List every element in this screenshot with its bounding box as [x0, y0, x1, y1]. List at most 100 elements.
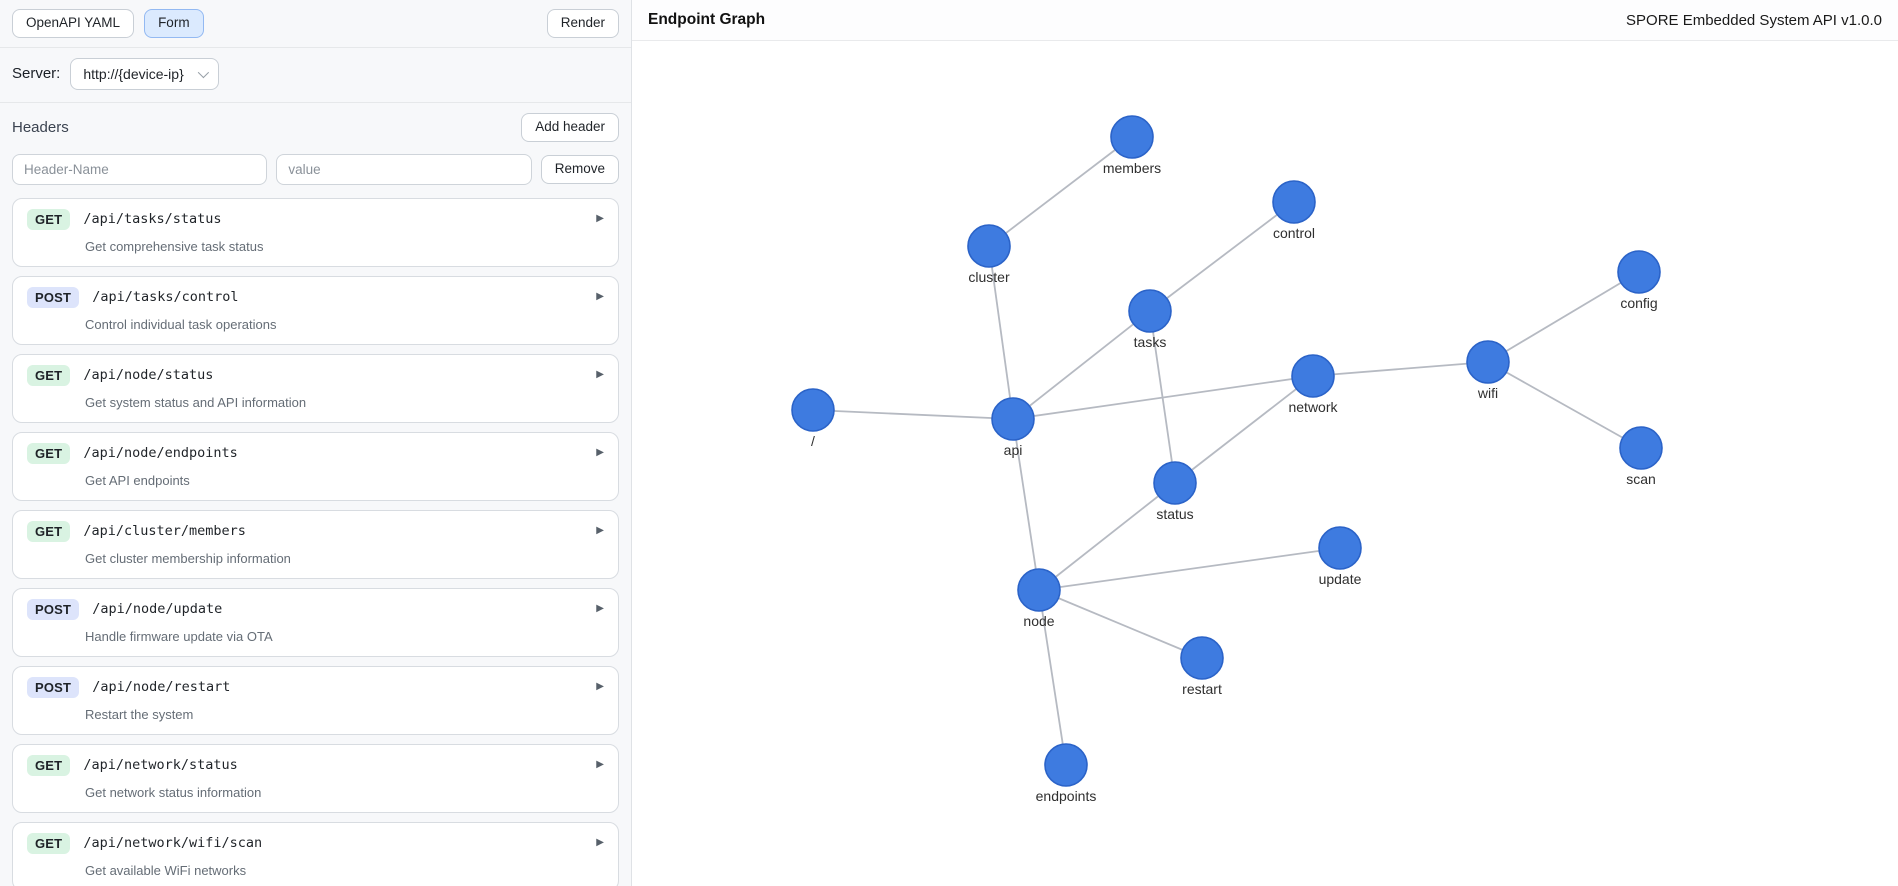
expand-caret-icon[interactable]: ▶ — [596, 447, 604, 459]
endpoint-path: /api/network/wifi/scan — [83, 835, 263, 852]
graph-node-label-node: node — [1023, 613, 1054, 629]
graph-node-label-control: control — [1273, 225, 1315, 241]
method-badge: GET — [27, 442, 71, 464]
graph-node-tasks[interactable] — [1128, 289, 1172, 333]
graph-edge-api-node — [1012, 418, 1040, 591]
endpoint-path: /api/tasks/control — [92, 289, 239, 306]
expand-caret-icon[interactable]: ▶ — [596, 603, 604, 615]
endpoint-graph-panel: Endpoint Graph SPORE Embedded System API… — [632, 0, 1898, 886]
graph-node-update[interactable] — [1318, 526, 1362, 570]
graph-edge-node-endpoints — [1038, 589, 1067, 766]
graph-node-label-root: / — [811, 433, 815, 449]
server-row: Server: http://{device-ip} — [0, 48, 631, 102]
graph-node-control[interactable] — [1272, 180, 1316, 224]
add-header-button[interactable]: Add header — [521, 112, 619, 142]
graph-node-wifi[interactable] — [1466, 340, 1510, 384]
graph-edge-wifi-config — [1487, 271, 1640, 363]
graph-node-endpoints[interactable] — [1044, 743, 1088, 787]
headers-title: Headers — [12, 118, 69, 136]
graph-node-members[interactable] — [1110, 115, 1154, 159]
expand-caret-icon[interactable]: ▶ — [596, 759, 604, 771]
expand-caret-icon[interactable]: ▶ — [596, 837, 604, 849]
graph-node-label-members: members — [1103, 160, 1161, 176]
graph-node-label-cluster: cluster — [968, 269, 1010, 285]
header-value-input[interactable] — [276, 153, 532, 185]
graph-node-cluster[interactable] — [967, 224, 1011, 268]
render-button[interactable]: Render — [546, 9, 619, 38]
graph-node-node[interactable] — [1017, 568, 1061, 612]
graph-node-api[interactable] — [991, 397, 1035, 441]
endpoint-description: Handle firmware update via OTA — [85, 628, 273, 644]
endpoint-path: /api/network/status — [83, 757, 238, 774]
view-toolbar: OpenAPI YAML Form Render — [0, 0, 631, 48]
graph-node-root[interactable] — [791, 388, 835, 432]
method-badge: GET — [27, 754, 71, 776]
expand-caret-icon[interactable]: ▶ — [596, 369, 604, 381]
form-tab-button[interactable]: Form — [144, 9, 204, 38]
method-badge: GET — [27, 520, 71, 542]
graph-node-label-status: status — [1156, 506, 1193, 522]
graph-edge-tasks-status — [1149, 310, 1176, 484]
endpoint-card-7[interactable]: GET /api/network/status ▶ Get network st… — [12, 743, 619, 813]
endpoint-description: Get available WiFi networks — [85, 862, 247, 878]
graph-node-label-restart: restart — [1182, 681, 1222, 697]
endpoint-path: /api/tasks/status — [83, 211, 222, 228]
endpoint-path: /api/node/endpoints — [83, 445, 238, 462]
method-badge: POST — [27, 286, 80, 308]
method-badge: POST — [27, 598, 80, 620]
graph-node-status[interactable] — [1153, 461, 1197, 505]
server-label: Server: — [12, 65, 61, 83]
endpoint-card-2[interactable]: GET /api/node/status ▶ Get system status… — [12, 353, 619, 423]
endpoint-description: Get API endpoints — [85, 472, 190, 488]
graph-node-scan[interactable] — [1619, 426, 1663, 470]
graph-node-label-tasks: tasks — [1134, 334, 1167, 350]
endpoint-card-0[interactable]: GET /api/tasks/status ▶ Get comprehensiv… — [12, 197, 619, 267]
request-builder-panel: OpenAPI YAML Form Render Server: http://… — [0, 0, 632, 886]
graph-node-label-api: api — [1004, 442, 1023, 458]
graph-edge-tasks-control — [1149, 201, 1295, 312]
graph-node-network[interactable] — [1291, 354, 1335, 398]
headers-section: Headers Add header Remove — [0, 101, 631, 185]
graph-edge-wifi-scan — [1487, 361, 1642, 449]
graph-edge-network-status — [1174, 375, 1314, 484]
endpoint-card-1[interactable]: POST /api/tasks/control ▶ Control indivi… — [12, 275, 619, 345]
graph-edge-node-status — [1038, 482, 1176, 591]
graph-node-label-network: network — [1288, 399, 1338, 415]
openapi-yaml-button[interactable]: OpenAPI YAML — [12, 9, 135, 38]
endpoint-card-5[interactable]: POST /api/node/update ▶ Handle firmware … — [12, 587, 619, 657]
graph-panel-title: Endpoint Graph — [648, 11, 766, 28]
expand-caret-icon[interactable]: ▶ — [596, 291, 604, 303]
endpoint-path: /api/node/update — [92, 601, 223, 618]
graph-node-restart[interactable] — [1180, 636, 1224, 680]
graph-node-label-update: update — [1319, 571, 1362, 587]
method-badge: GET — [27, 832, 71, 854]
method-badge: GET — [27, 208, 71, 230]
graph-node-label-scan: scan — [1626, 471, 1656, 487]
method-badge: POST — [27, 676, 80, 698]
endpoint-list: GET /api/tasks/status ▶ Get comprehensiv… — [0, 197, 631, 886]
endpoint-description: Get cluster membership information — [85, 550, 291, 566]
method-badge: GET — [27, 364, 71, 386]
expand-caret-icon[interactable]: ▶ — [596, 681, 604, 693]
endpoint-card-4[interactable]: GET /api/cluster/members ▶ Get cluster m… — [12, 509, 619, 579]
graph-node-config[interactable] — [1617, 250, 1661, 294]
endpoint-description: Get comprehensive task status — [85, 238, 264, 254]
expand-caret-icon[interactable]: ▶ — [596, 525, 604, 537]
endpoint-card-8[interactable]: GET /api/network/wifi/scan ▶ Get availab… — [12, 821, 619, 886]
remove-header-button[interactable]: Remove — [540, 154, 619, 184]
graph-header: Endpoint Graph SPORE Embedded System API… — [632, 0, 1898, 41]
endpoint-description: Restart the system — [85, 706, 194, 722]
header-input-row: Remove — [12, 153, 619, 185]
graph-edge-network-wifi — [1312, 361, 1489, 377]
expand-caret-icon[interactable]: ▶ — [596, 213, 604, 225]
api-version-title: SPORE Embedded System API v1.0.0 — [1626, 11, 1882, 29]
graph-edge-members-cluster — [988, 136, 1133, 247]
header-name-input[interactable] — [12, 153, 268, 185]
endpoint-card-3[interactable]: GET /api/node/endpoints ▶ Get API endpoi… — [12, 431, 619, 501]
endpoint-card-6[interactable]: POST /api/node/restart ▶ Restart the sys… — [12, 665, 619, 735]
server-select[interactable]: http://{device-ip} — [70, 57, 219, 90]
graph-edge-cluster-api — [988, 245, 1014, 420]
graph-node-label-config: config — [1620, 295, 1657, 311]
